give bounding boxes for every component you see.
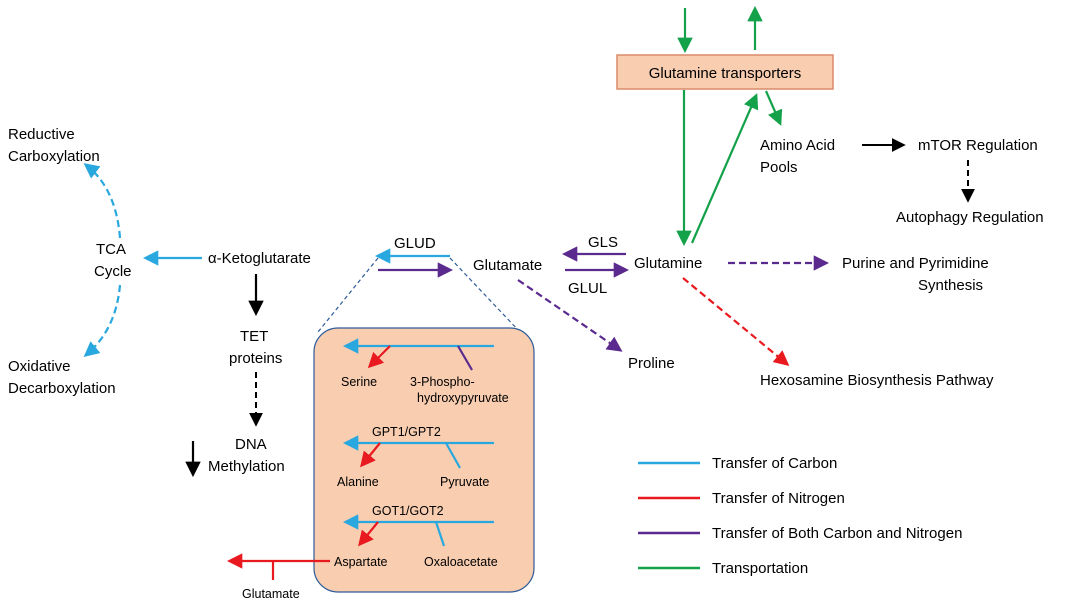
oxidative-label: Oxidative bbox=[8, 358, 71, 375]
autophagy-regulation-label: Autophagy Regulation bbox=[896, 209, 1044, 226]
php-both-line bbox=[457, 345, 473, 371]
glutamine-label: Glutamine bbox=[634, 255, 702, 272]
inset-zoom-line-left bbox=[317, 257, 379, 333]
tca-label-2: Cycle bbox=[94, 263, 132, 280]
dna-label: DNA bbox=[235, 436, 267, 453]
pyruvate-label: Pyruvate bbox=[440, 475, 489, 489]
alanine-label: Alanine bbox=[337, 475, 379, 489]
tca-to-reductive-arrow bbox=[83, 163, 122, 239]
glutamine-to-hexosamine-arrow bbox=[682, 277, 790, 366]
glutamate-label: Glutamate bbox=[473, 257, 542, 274]
glul-label: GLUL bbox=[568, 280, 607, 297]
akg-label: α-Ketoglutarate bbox=[208, 250, 311, 267]
alanine-nitrogen-arrow bbox=[360, 442, 381, 468]
transporters-box bbox=[616, 54, 834, 90]
tet-label: TET bbox=[240, 328, 268, 345]
php-label: 3-Phospho- bbox=[410, 375, 475, 389]
aspartate-label: Aspartate bbox=[334, 555, 388, 569]
serine-label: Serine bbox=[341, 375, 377, 389]
legend-label: Transfer of Both Carbon and Nitrogen bbox=[712, 525, 962, 542]
glutamate-bottom-label: Glutamate bbox=[242, 587, 300, 601]
tet-label-2: proteins bbox=[229, 350, 282, 367]
purine-label-2: Synthesis bbox=[918, 277, 983, 294]
legend-label: Transfer of Nitrogen bbox=[712, 490, 845, 507]
oxaloacetate-carbon-line bbox=[434, 521, 446, 547]
amino-acid-pools-label: Amino Acid bbox=[760, 137, 835, 154]
legend-label: Transportation bbox=[712, 560, 808, 577]
dna-label-2: Methylation bbox=[208, 458, 285, 475]
glutamate-to-proline-arrow bbox=[517, 279, 623, 352]
transamination-inset bbox=[313, 327, 535, 593]
amino-acid-pools-label-2: Pools bbox=[760, 159, 798, 176]
oxidative-label-2: Decarboxylation bbox=[8, 380, 116, 397]
gls-label: GLS bbox=[588, 234, 618, 251]
gpt-label: GPT1/GPT2 bbox=[372, 425, 441, 439]
hexosamine-label: Hexosamine Biosynthesis Pathway bbox=[760, 372, 994, 389]
glutamine-to-transporters-arrow bbox=[690, 93, 759, 244]
transporters-to-amino-acid-arrow bbox=[764, 90, 783, 126]
serine-nitrogen-arrow bbox=[367, 345, 391, 369]
mtor-regulation-label: mTOR Regulation bbox=[918, 137, 1038, 154]
got-label: GOT1/GOT2 bbox=[372, 504, 444, 518]
legend-label: Transfer of Carbon bbox=[712, 455, 837, 472]
transporters-label: Glutamine transporters bbox=[649, 65, 802, 82]
reductive-label: Reductive bbox=[8, 126, 75, 143]
aspartate-nitrogen-arrow bbox=[358, 521, 379, 547]
proline-label: Proline bbox=[628, 355, 675, 372]
glud-label: GLUD bbox=[394, 235, 436, 252]
inset-zoom-line-right bbox=[449, 257, 521, 333]
tca-label: TCA bbox=[96, 241, 126, 258]
pyruvate-carbon-line bbox=[445, 442, 461, 469]
oxaloacetate-label: Oxaloacetate bbox=[424, 555, 498, 569]
tca-to-oxidative-arrow bbox=[83, 284, 122, 357]
purine-label: Purine and Pyrimidine bbox=[842, 255, 989, 272]
reductive-label-2: Carboxylation bbox=[8, 148, 100, 165]
php-label-2: hydroxypyruvate bbox=[417, 391, 509, 405]
